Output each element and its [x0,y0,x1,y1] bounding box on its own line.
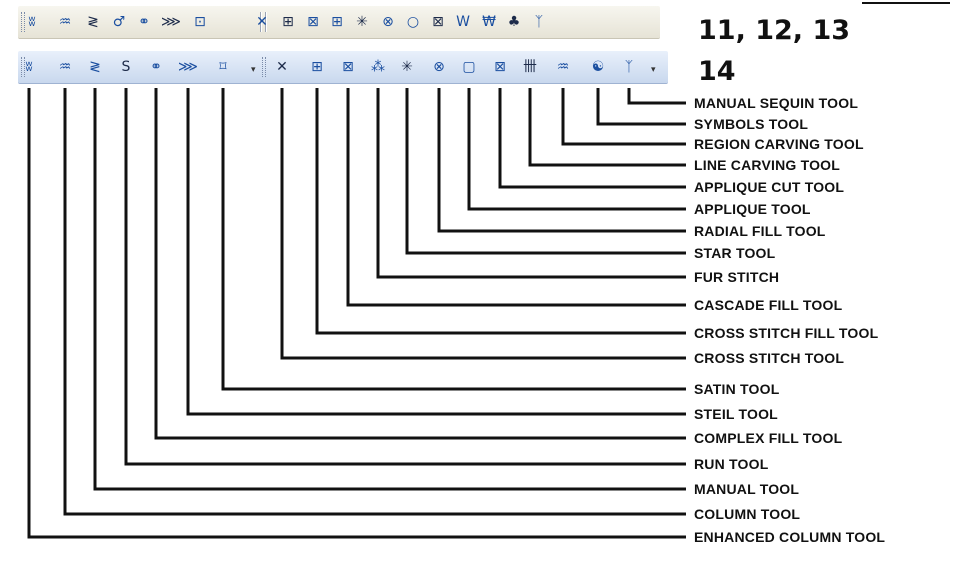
leader-line [315,88,686,335]
steil-tool-icon[interactable]: ⋙ [178,59,198,75]
radial-fill-tool-icon[interactable]: ⊗ [433,59,445,75]
run-tool-icon[interactable]: Ѕ [121,59,131,75]
radial-fill-icon[interactable]: ⊗ [382,14,394,30]
leader-line [437,88,686,233]
complex-fill-tool-icon[interactable]: ⚭ [150,59,162,75]
cross-stitch-fill-tool-icon[interactable]: ⊞ [311,59,323,75]
manual-sequin-tool-icon[interactable]: ᛉ [624,59,634,75]
leader-line [596,88,686,126]
line-carving-tool-icon[interactable]: 卌 [523,59,537,75]
tool-label: APPLIQUE CUT TOOL [694,179,845,195]
cross-stitch-icon[interactable]: ✕ [256,14,268,30]
symbols-tool-icon[interactable]: ☯ [591,59,605,75]
tool-label: ENHANCED COLUMN TOOL [694,529,886,545]
manual-tool-icon[interactable]: ≷ [89,59,101,75]
region-carving-tool-icon[interactable]: ♒ [556,59,570,75]
leader-line [221,88,686,391]
tool-label: CROSS STITCH TOOL [694,350,845,366]
tool-label: RADIAL FILL TOOL [694,223,826,239]
applique-tool-icon[interactable]: ▢ [462,59,476,75]
line-carving-icon[interactable]: W [456,14,470,30]
tool-label: MANUAL TOOL [694,481,800,497]
tool-label: RUN TOOL [694,456,769,472]
enhanced-column-tool-icon[interactable]: ʬ [25,59,33,75]
group-label-top: 11, 12, 13 [698,15,851,46]
tool-label: COMPLEX FILL TOOL [694,430,843,446]
tool-label: REGION CARVING TOOL [694,136,864,152]
leader-line [27,88,686,539]
leader-line [498,88,686,189]
tool-label: SATIN TOOL [694,381,780,397]
tool-label: STEIL TOOL [694,406,778,422]
column-tool-icon[interactable]: ♒ [58,59,72,75]
chevron-down-icon[interactable]: ▾ [251,65,256,75]
tool-label: APPLIQUE TOOL [694,201,811,217]
cascade-fill-icon[interactable]: ⊠ [307,14,319,30]
toolbar-bottom: ▾ ▾ ʬ ♒ ≷ Ѕ ⚭ ⋙ ⌑ ✕ ⊞ ⊠ ⁂ ✳ ⊗ ▢ ⊠ 卌 ♒ ☯ ᛉ [18,51,668,84]
applique-cut-icon[interactable]: ⊠ [432,14,444,30]
tool-label: CROSS STITCH FILL TOOL [694,325,879,341]
leader-line [186,88,686,416]
complex-fill-icon[interactable]: ♂ [112,14,126,30]
fill-icon[interactable]: ⊡ [194,14,206,30]
star-icon[interactable]: ✳ [356,14,368,30]
fur-stitch-icon[interactable]: ⁂ [371,59,385,75]
tool-label: LINE CARVING TOOL [694,157,841,173]
steil-icon[interactable]: ⚭ [138,14,150,30]
applique-cut-tool-icon[interactable]: ⊠ [494,59,506,75]
toolbar-separator [260,12,262,32]
toolbar-separator [265,12,267,32]
satin-icon[interactable]: ⋙ [161,14,181,30]
leader-line [405,88,686,255]
applique-icon[interactable]: ○ [406,14,420,30]
cascade-fill-tool-icon[interactable]: ⊠ [342,59,354,75]
leader-line [346,88,686,307]
toolbar-top: ʬ ♒ ≷ ♂ ⚭ ⋙ ⊡ ✕ ⊞ ⊠ ⊞ ✳ ⊗ ○ ⊠ W ₩ ♣ ᛉ [18,6,660,39]
symbols-icon[interactable]: ♣ [507,14,521,30]
leader-line [561,88,686,146]
top-rule [862,2,950,4]
leader-line [93,88,686,491]
toolbar-grip[interactable] [21,57,25,77]
leader-line [528,88,686,167]
tool-label: STAR TOOL [694,245,776,261]
cross-stitch-tool-icon[interactable]: ✕ [276,59,288,75]
leader-line [63,88,686,516]
tool-label: FUR STITCH [694,269,780,285]
leader-line [124,88,686,466]
leader-line [376,88,686,279]
column-icon[interactable]: ʬ [28,14,36,30]
tool-label: MANUAL SEQUIN TOOL [694,95,859,111]
toolbar-grip[interactable] [262,57,266,77]
leader-line [467,88,686,211]
chevron-down-icon[interactable]: ▾ [651,65,656,75]
run-icon[interactable]: ≷ [87,14,99,30]
tool-label: CASCADE FILL TOOL [694,297,843,313]
tool-label: COLUMN TOOL [694,506,801,522]
leader-line [280,88,686,360]
group-label-bottom: 14 [698,56,736,87]
toolbar-grip[interactable] [21,12,25,32]
cross-stitch-fill-icon[interactable]: ⊞ [282,14,294,30]
manual-icon[interactable]: ♒ [58,14,72,30]
manual-sequin-icon[interactable]: ᛉ [534,14,544,30]
leader-line [154,88,686,440]
star-tool-icon[interactable]: ✳ [401,59,413,75]
pattern-fill-icon[interactable]: ⊞ [331,14,343,30]
tool-label: SYMBOLS TOOL [694,116,809,132]
leader-line [627,88,686,105]
satin-tool-icon[interactable]: ⌑ [219,59,227,75]
region-carving-icon[interactable]: ₩ [482,14,496,30]
